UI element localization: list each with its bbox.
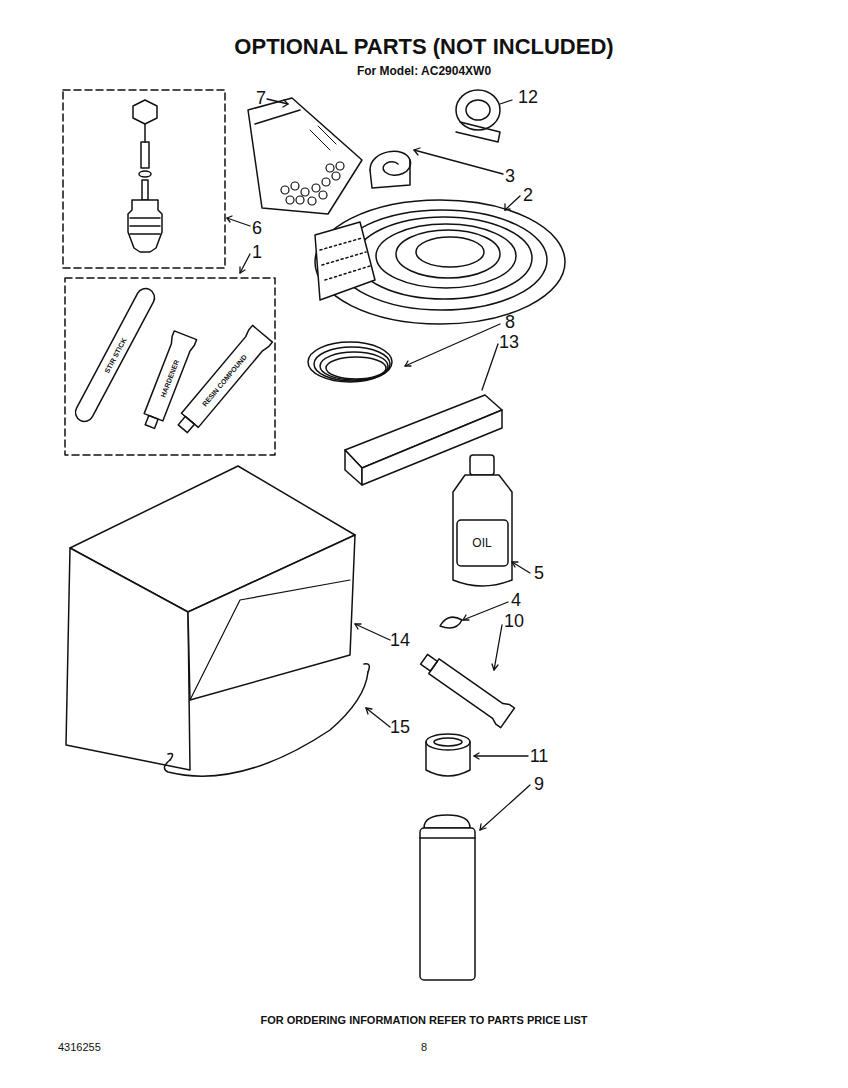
callout-number: 3 [505,167,515,185]
callout-number: 4 [511,591,521,609]
page-title: OPTIONAL PARTS (NOT INCLUDED) [234,36,613,58]
model-subtitle: For Model: AC2904XW0 [357,65,491,77]
callout-number: 5 [534,564,544,582]
callout-number: 1 [252,243,262,261]
callout-number: 6 [252,219,262,237]
callout-number: 7 [256,89,266,107]
callout-number: 9 [534,775,544,793]
tube-print: RESIN COMPOUND [200,353,247,407]
callout-number: 15 [390,718,410,736]
stick-print: STIR STICK [103,336,127,374]
callout-number: 8 [505,313,515,331]
page-number: 8 [421,1042,427,1053]
callout-number: 10 [504,612,524,630]
bottle-print: OIL [472,537,491,549]
callout-number: 11 [530,747,549,765]
callout-number: 14 [390,631,410,649]
callout-number: 13 [499,333,519,351]
document-number: 4316255 [58,1042,101,1053]
callout-number: 12 [518,88,538,106]
footer-note: FOR ORDERING INFORMATION REFER TO PARTS … [261,1015,588,1026]
callout-number: 2 [523,186,533,204]
